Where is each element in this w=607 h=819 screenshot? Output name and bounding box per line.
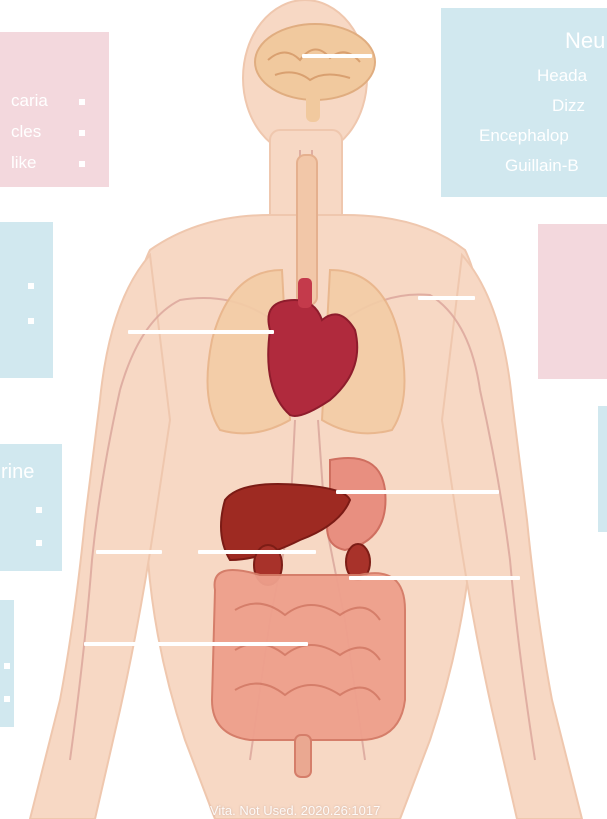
neurological-item: Dizz — [552, 96, 585, 116]
hepatic-panel — [598, 406, 607, 532]
bullet-marker — [28, 318, 34, 324]
leader-line-stomach — [336, 490, 499, 494]
renal-panel: rine — [0, 444, 62, 571]
leader-line-kidney-left — [96, 550, 162, 554]
leader-line-vessels — [418, 296, 475, 300]
bullet-marker — [28, 283, 34, 289]
bullet-marker — [36, 507, 42, 513]
respiratory-panel — [0, 222, 53, 378]
gastrointestinal-panel — [0, 600, 14, 727]
image-caption: Vita. Not Used. 2020.26:1017 — [210, 803, 380, 818]
neurological-item: Heada — [537, 66, 587, 86]
leader-line-brain — [302, 54, 372, 58]
neurological-item: Guillain-B — [505, 156, 579, 176]
skin-item: cles — [11, 122, 41, 142]
leader-line-liver — [198, 550, 316, 554]
neurological-panel: Neu Heada Dizz Encephalop Guillain-B — [441, 8, 607, 197]
leader-line-intestine — [84, 642, 308, 646]
skin-panel: caria cles like — [0, 32, 109, 187]
skin-item: caria — [11, 91, 48, 111]
skin-item: like — [11, 153, 37, 173]
bullet-marker — [79, 130, 85, 136]
bullet-marker — [79, 99, 85, 105]
neurological-title: Neu — [565, 28, 605, 54]
bullet-marker — [79, 161, 85, 167]
cardiovascular-panel — [538, 224, 607, 379]
neurological-item: Encephalop — [479, 126, 569, 146]
bullet-marker — [4, 663, 10, 669]
leader-line-kidney-right — [349, 576, 520, 580]
leader-line-heart — [128, 330, 274, 334]
bullet-marker — [36, 540, 42, 546]
renal-title: rine — [1, 461, 34, 484]
bullet-marker — [4, 696, 10, 702]
